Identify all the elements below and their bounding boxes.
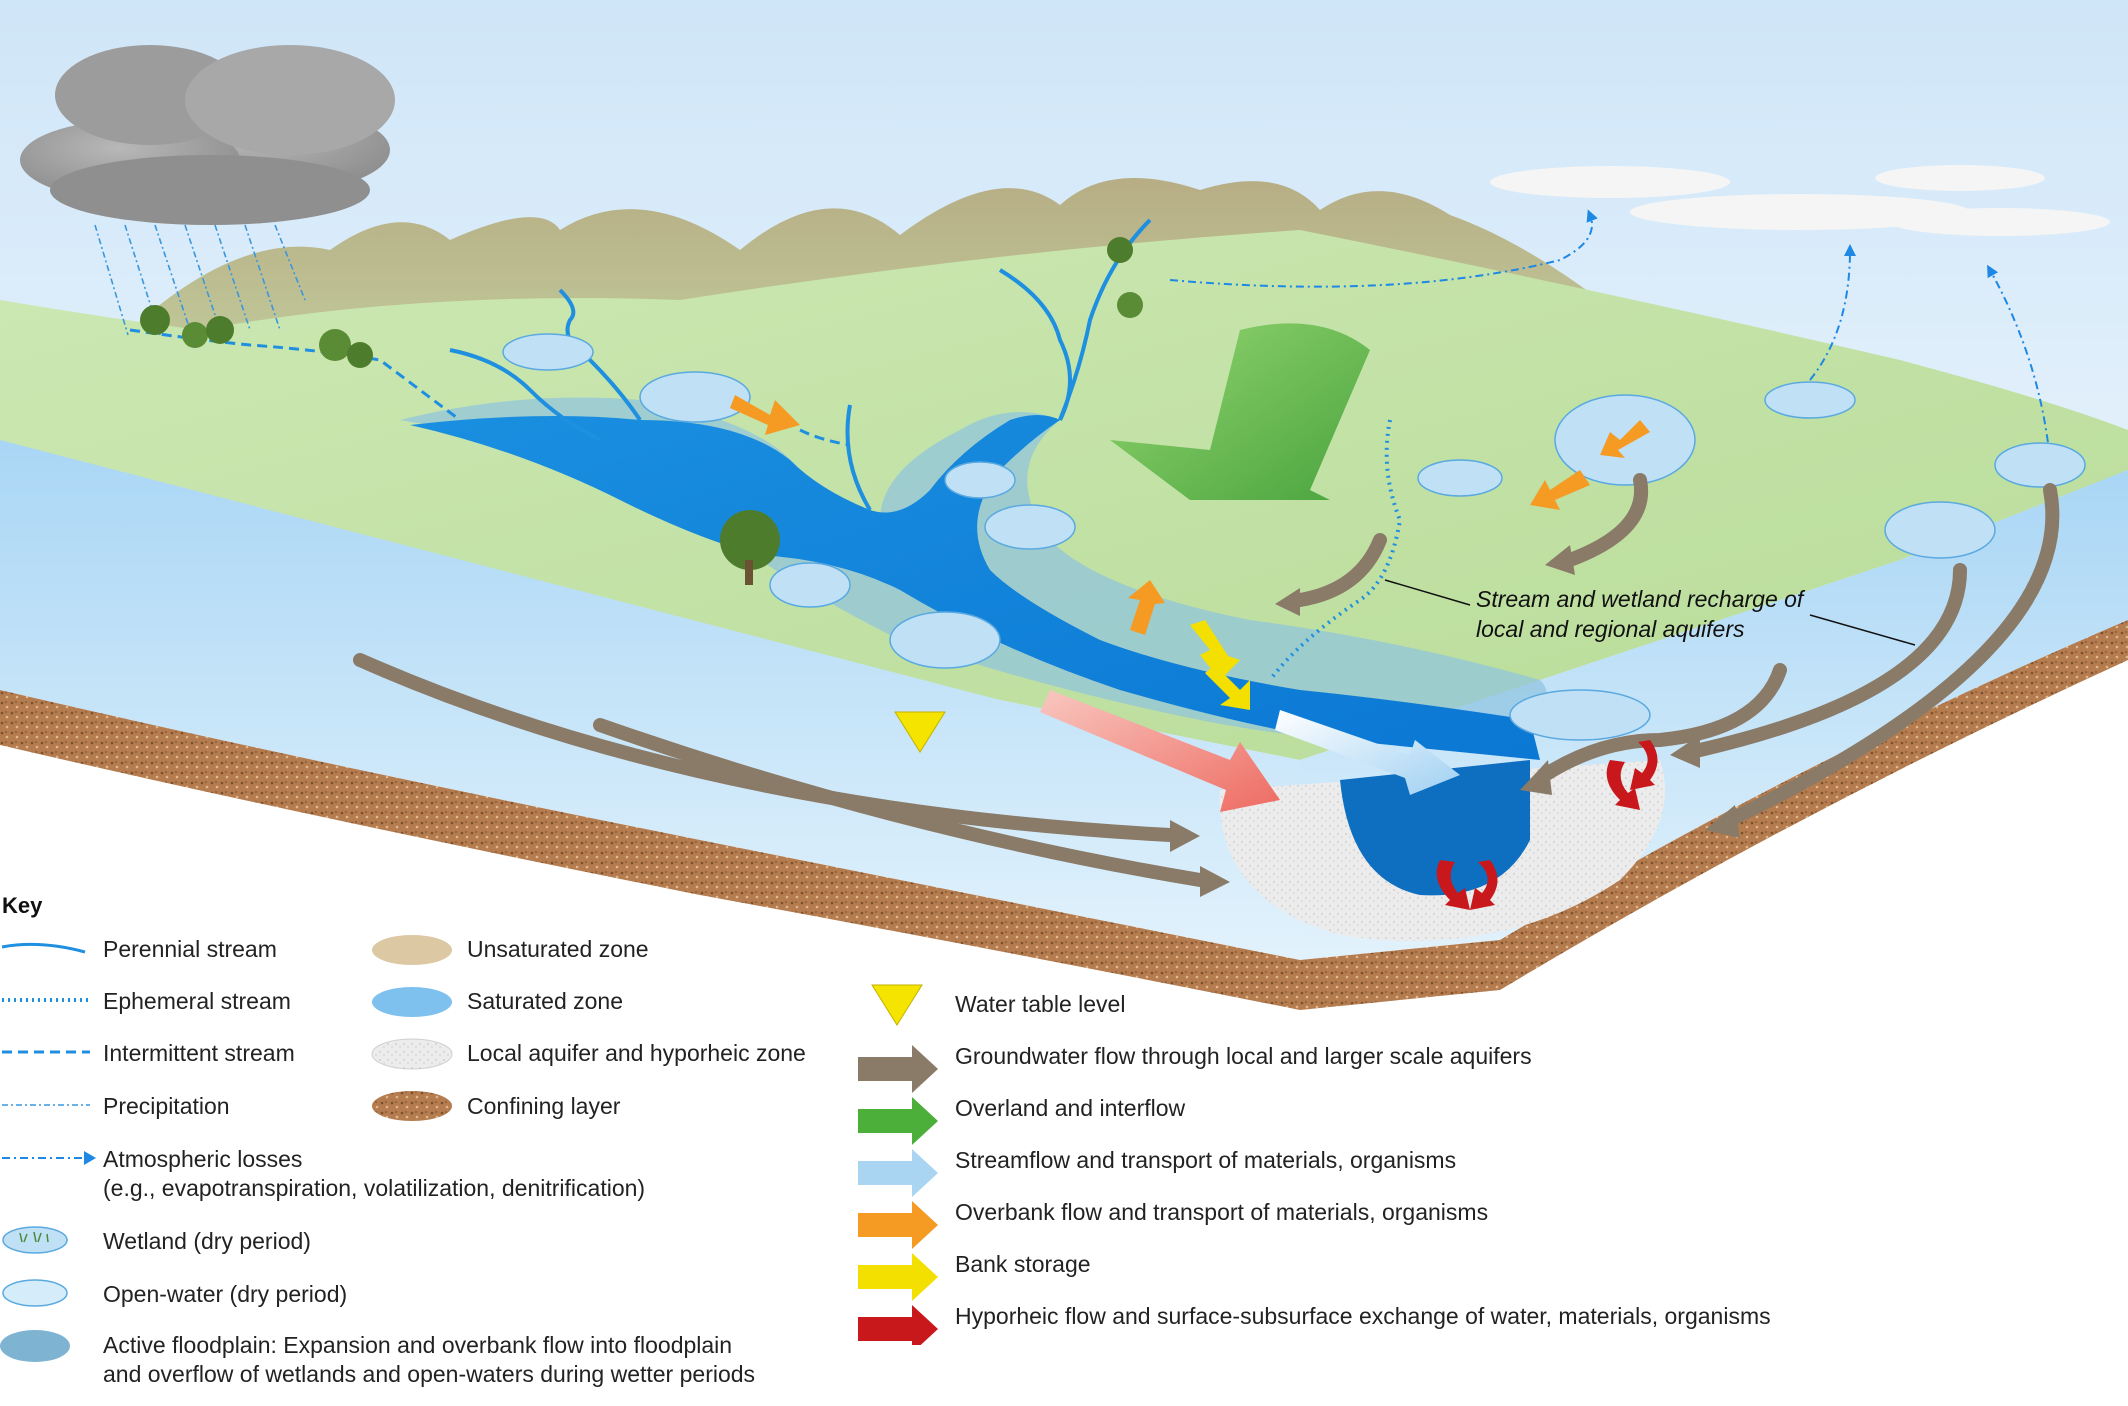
hyporheic-arrows <box>1436 740 1658 910</box>
water-table-marker <box>894 711 946 753</box>
bank-storage-arrows <box>1190 620 1250 710</box>
atmospheric-loss-arrows <box>1169 209 2051 461</box>
confining-layer-left <box>0 690 1300 1010</box>
groundwater-arrowheads <box>1170 545 1740 897</box>
streamflow-pink-arrow <box>1040 690 1280 812</box>
storm-cloud-icon <box>20 45 395 225</box>
overbank-arrows <box>730 395 1650 635</box>
intermittent-stream-2 <box>799 428 851 447</box>
annotation-leaders <box>1384 579 1916 646</box>
confining-layer-right <box>1300 620 2128 1010</box>
main-river <box>410 415 1540 760</box>
recharge-annotation-line2: local and regional aquifers <box>1476 616 1745 642</box>
white-clouds <box>1490 165 2110 236</box>
streamflow-arrow <box>1275 710 1460 795</box>
ephemeral-stream <box>1268 419 1403 682</box>
wetlands <box>502 333 2086 741</box>
recharge-annotation-line1: Stream and wetland recharge of <box>1476 586 1804 612</box>
groundwater-arrows <box>353 473 2060 887</box>
trees <box>140 237 1143 585</box>
overland-interflow-arrow <box>1110 323 1370 500</box>
precipitation-lines <box>94 224 306 336</box>
